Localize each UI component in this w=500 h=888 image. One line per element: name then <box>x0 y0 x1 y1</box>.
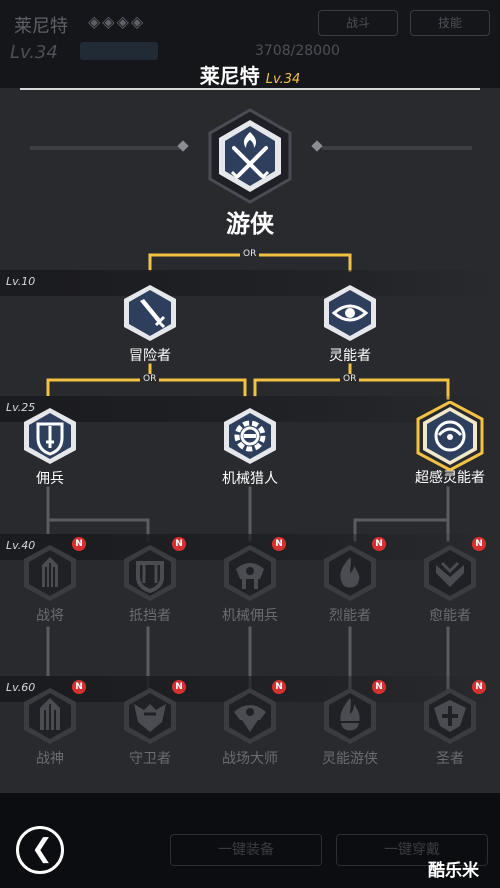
class-label-saint: 圣者 <box>436 751 464 767</box>
or-label-left: OR <box>140 374 160 384</box>
class-node-super-psychic[interactable]: 超感灵能者 <box>400 400 500 487</box>
flame-icon <box>324 545 376 601</box>
bottom-bar <box>0 793 500 888</box>
back-button[interactable]: ❮ <box>16 826 64 874</box>
class-node-war-god[interactable]: N 战神 <box>0 680 100 768</box>
new-badge: N <box>472 680 486 694</box>
war-god-icon <box>24 688 76 744</box>
class-label-super-psychic: 超感灵能者 <box>415 470 485 486</box>
psychic-orb-icon <box>416 400 484 472</box>
class-node-psychic[interactable]: 灵能者 <box>300 283 400 365</box>
class-node-warlord[interactable]: N 战将 <box>0 537 100 625</box>
background-wear-button: 一键穿戴 <box>336 834 488 866</box>
class-node-blaze[interactable]: N 烈能者 <box>300 537 400 625</box>
title-underline <box>20 88 480 90</box>
new-badge: N <box>172 680 186 694</box>
psy-ranger-icon <box>324 688 376 744</box>
class-node-healer[interactable]: N 愈能者 <box>400 537 500 625</box>
new-badge: N <box>172 537 186 551</box>
level-marker-25: Lv.25 <box>6 401 36 414</box>
class-node-psy-ranger[interactable]: N 灵能游侠 <box>300 680 400 768</box>
background-xp-bar <box>80 42 158 60</box>
background-equip-button: 一键装备 <box>170 834 322 866</box>
background-name: 莱尼特 <box>14 16 68 37</box>
class-label-battle-master: 战场大师 <box>222 751 278 767</box>
level-marker-10: Lv.10 <box>6 275 36 288</box>
background-rank-diamonds: ◈◈◈◈ <box>88 12 146 31</box>
class-node-saint[interactable]: N 圣者 <box>400 680 500 768</box>
class-label-defender: 抵挡者 <box>129 608 171 624</box>
main-class-name: 游侠 <box>226 210 274 238</box>
class-node-mech-mercenary[interactable]: N 机械佣兵 <box>200 537 300 625</box>
warlord-icon <box>24 545 76 601</box>
class-label-guardian: 守卫者 <box>129 751 171 767</box>
new-badge: N <box>372 680 386 694</box>
class-node-defender[interactable]: N 抵挡者 <box>100 537 200 625</box>
new-badge: N <box>72 680 86 694</box>
class-label-war-god: 战神 <box>36 751 64 767</box>
new-badge: N <box>272 537 286 551</box>
class-node-battle-master[interactable]: N 战场大师 <box>200 680 300 768</box>
sword-icon <box>124 285 176 341</box>
class-label-mech-hunter: 机械猎人 <box>222 471 278 487</box>
guard-shield-icon <box>124 545 176 601</box>
background-button-1: 战斗 <box>318 10 398 36</box>
new-badge: N <box>372 537 386 551</box>
back-arrow-icon: ❮ <box>31 834 53 864</box>
character-level: Lv.34 <box>265 72 301 87</box>
class-label-adventurer: 冒险者 <box>129 348 171 364</box>
class-label-mercenary: 佣兵 <box>36 471 64 487</box>
saint-icon <box>424 688 476 744</box>
deco-line-left <box>30 146 180 150</box>
background-button-2: 技能 <box>410 10 490 36</box>
class-node-mech-hunter[interactable]: 机械猎人 <box>200 406 300 488</box>
class-label-blaze: 烈能者 <box>329 608 371 624</box>
gear-icon <box>224 408 276 464</box>
background-level: Lv.34 <box>10 42 58 63</box>
class-label-warlord: 战将 <box>36 608 64 624</box>
character-name: 莱尼特 <box>199 64 260 88</box>
class-label-psychic: 灵能者 <box>329 348 371 364</box>
healer-icon <box>424 545 476 601</box>
class-label-healer: 愈能者 <box>429 608 471 624</box>
level-marker-40: Lv.40 <box>6 539 36 552</box>
crossed-swords-flame-icon <box>208 108 292 204</box>
new-badge: N <box>472 537 486 551</box>
level-band-10 <box>0 270 500 296</box>
deco-line-right <box>322 146 472 150</box>
level-marker-60: Lv.60 <box>6 681 36 694</box>
new-badge: N <box>72 537 86 551</box>
class-label-psy-ranger: 灵能游侠 <box>322 751 378 767</box>
class-label-mech-mercenary: 机械佣兵 <box>222 608 278 624</box>
class-node-guardian[interactable]: N 守卫者 <box>100 680 200 768</box>
watermark: 酷乐米 <box>428 861 479 881</box>
mech-icon <box>224 545 276 601</box>
new-badge: N <box>272 680 286 694</box>
class-node-mercenary[interactable]: 佣兵 <box>0 406 100 488</box>
shield-sword-icon <box>24 408 76 464</box>
panel-title: 莱尼特 Lv.34 <box>0 60 500 89</box>
or-label-right: OR <box>340 374 360 384</box>
background-xp: 3708/28000 <box>255 43 340 59</box>
class-node-adventurer[interactable]: 冒险者 <box>100 283 200 365</box>
main-class-node[interactable] <box>202 108 298 208</box>
eye-icon <box>324 285 376 341</box>
guardian-icon <box>124 688 176 744</box>
battle-master-icon <box>224 688 276 744</box>
or-label-main: OR <box>240 249 260 259</box>
